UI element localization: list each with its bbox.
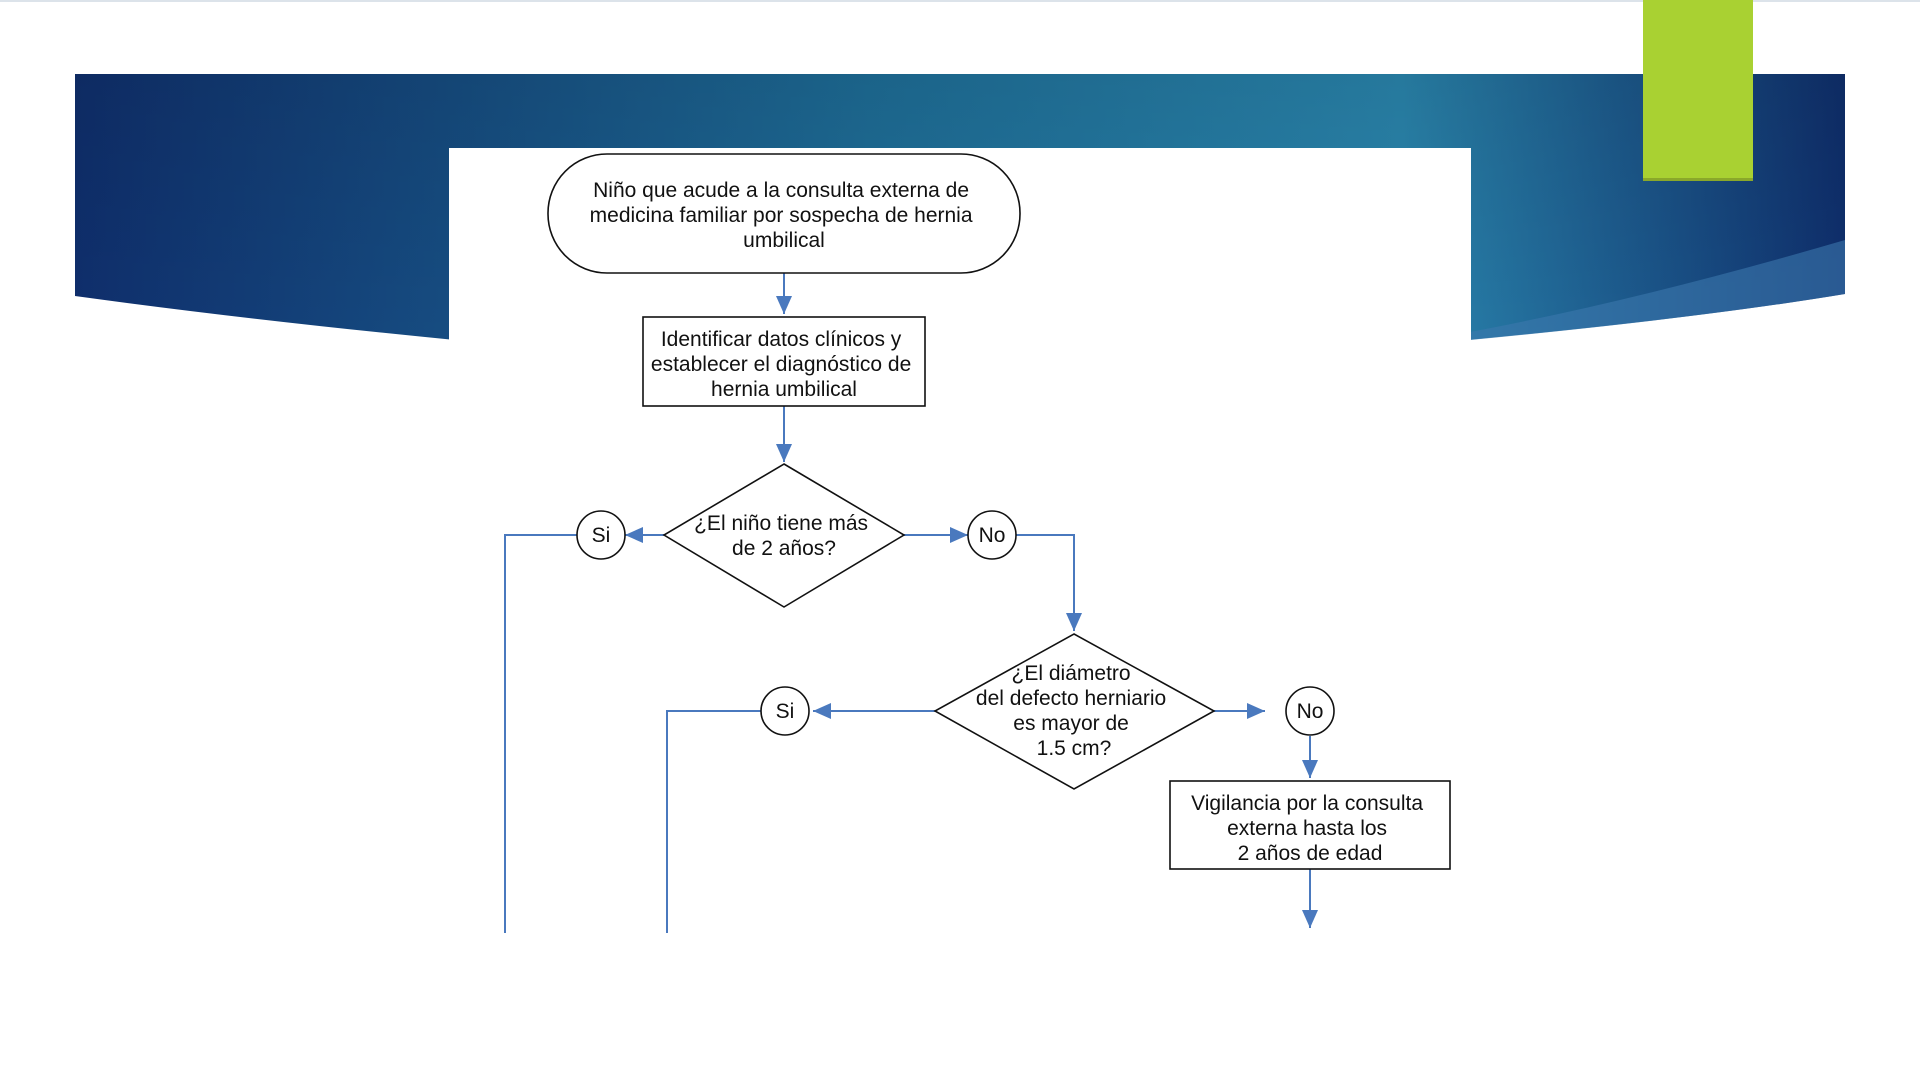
start-line-1: Niño que acude a la consulta externa de <box>593 179 969 202</box>
decision-diameter-line-4: 1.5 cm? <box>1037 737 1112 760</box>
node-surveillance: Vigilancia por la consulta externa hasta… <box>1169 780 1451 870</box>
flowchart-diagram: Niño que acude a la consulta externa de … <box>449 148 1471 933</box>
node-decision-age: ¿El niño tiene más de 2 años? <box>662 463 906 608</box>
accent-tab-shadow <box>1643 178 1753 181</box>
identify-line-1: Identificar datos clínicos y <box>661 328 902 351</box>
start-line-3: umbilical <box>743 229 825 252</box>
node-no-1: No <box>967 510 1017 560</box>
decision-diameter-line-3: es mayor de <box>1013 712 1129 735</box>
decision-diameter-line-1: ¿El diámetro <box>1012 662 1131 685</box>
start-line-2: medicina familiar por sospecha de hernia <box>590 204 973 227</box>
identify-line-2: establecer el diagnóstico de <box>651 353 911 376</box>
identify-line-3: hernia umbilical <box>711 378 857 401</box>
surveillance-line-2: externa hasta los <box>1227 817 1387 840</box>
node-no-2: No <box>1285 686 1335 736</box>
node-yes-2: Si <box>760 686 810 736</box>
accent-tab <box>1643 0 1753 180</box>
surveillance-line-1: Vigilancia por la consulta <box>1191 792 1423 815</box>
decision-diameter-line-2: del defecto herniario <box>976 687 1166 710</box>
no-1-label: No <box>979 524 1006 547</box>
svg-text:Niño que acude a la consulta e: Niño que acude a la consulta externa de … <box>590 179 979 252</box>
node-decision-diameter: ¿El diámetro del defecto herniario es ma… <box>933 633 1216 790</box>
yes-1-label: Si <box>592 524 611 547</box>
connector-yes-down <box>504 534 578 933</box>
decision-age-line-1: ¿El niño tiene más <box>694 512 868 535</box>
svg-text:Vigilancia por la consulta: Vigilancia por la consulta externa hasta… <box>1191 792 1429 865</box>
top-border-line <box>0 0 1920 2</box>
svg-text:Identificar datos clínicos y: Identificar datos clínicos y establecer … <box>651 328 917 401</box>
connector-yes2-down <box>666 710 761 933</box>
connector-no-to-diameter <box>1015 534 1082 631</box>
node-yes-1: Si <box>576 510 626 560</box>
decision-age-line-2: de 2 años? <box>732 537 836 560</box>
svg-text:¿El diámetro del defec: ¿El diámetro del defecto herniario es ma… <box>976 662 1172 760</box>
svg-text:¿El niño tiene más de: ¿El niño tiene más de 2 años? <box>694 512 874 560</box>
banner-swoosh <box>1470 240 1845 340</box>
no-2-label: No <box>1297 700 1324 723</box>
surveillance-line-3: 2 años de edad <box>1238 842 1383 865</box>
node-start: Niño que acude a la consulta externa de … <box>547 153 1021 274</box>
node-identify: Identificar datos clínicos y establecer … <box>642 316 926 407</box>
yes-2-label: Si <box>776 700 795 723</box>
